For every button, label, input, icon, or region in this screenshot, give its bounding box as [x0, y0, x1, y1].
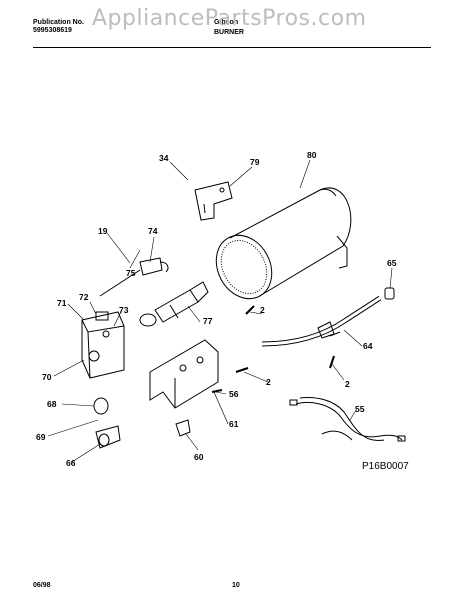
callout-75: 75	[126, 268, 136, 278]
callout-labels: 34 79 80 19 74 75 65 71 72 73 2 77 64 70…	[36, 150, 397, 468]
callout-65: 65	[387, 258, 397, 268]
callout-19: 19	[98, 226, 108, 236]
callout-71: 71	[57, 298, 67, 308]
callout-2a: 2	[260, 305, 265, 315]
screw-icons	[211, 305, 335, 393]
footer-page: 10	[232, 582, 240, 589]
header-rule	[33, 47, 431, 48]
publication-number: 5995308619	[33, 27, 72, 34]
callout-60: 60	[194, 452, 204, 462]
nut-part-68	[93, 397, 109, 415]
brand-name: Gibson	[214, 19, 239, 26]
callout-72: 72	[79, 292, 89, 302]
callout-77: 77	[203, 316, 213, 326]
callout-66: 66	[66, 458, 76, 468]
watermark: AppliancePartsPros.com	[92, 6, 367, 31]
callout-2c: 2	[345, 379, 350, 389]
callout-64: 64	[363, 341, 373, 351]
fitting-part-65	[384, 287, 395, 300]
burner-part-77	[139, 281, 209, 327]
mounting-plate-part-61	[149, 339, 219, 409]
leader-lines	[47, 159, 393, 463]
diagram-code: P16B0007	[362, 461, 409, 472]
bracket-part-79	[194, 181, 233, 221]
callout-70: 70	[42, 372, 52, 382]
callout-68: 68	[47, 399, 57, 409]
footer-date: 06/98	[33, 582, 51, 589]
callout-80: 80	[307, 150, 317, 160]
elbow-part-66	[95, 425, 121, 449]
callout-79: 79	[250, 157, 260, 167]
callout-55: 55	[355, 404, 365, 414]
section-title: BURNER	[214, 29, 244, 36]
wire-harness-part-55	[289, 397, 406, 442]
callout-73: 73	[119, 305, 129, 315]
drum-part-80	[215, 187, 352, 300]
publication-label: Publication No.	[33, 19, 84, 26]
callout-69: 69	[36, 432, 46, 442]
callout-74: 74	[148, 226, 158, 236]
callout-34: 34	[159, 153, 169, 163]
callout-61: 61	[229, 419, 239, 429]
callout-2b: 2	[266, 377, 271, 387]
callout-56: 56	[229, 389, 239, 399]
clip-part-60	[175, 419, 191, 437]
gas-valve-part-70	[81, 311, 125, 379]
igniter-part-74	[99, 257, 169, 297]
gas-pipe-part-64	[261, 295, 382, 347]
